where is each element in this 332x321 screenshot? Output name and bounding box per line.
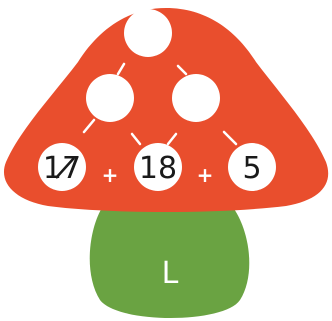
stem-label: L <box>162 256 179 291</box>
pyramid-top-circle[interactable] <box>124 9 172 57</box>
plus-operator-2: + <box>197 163 214 187</box>
plus-operator-1: + <box>102 163 119 187</box>
pyramid-middle-left-circle[interactable] <box>86 74 134 122</box>
pyramid-bottom-2-value: 18 <box>139 151 177 186</box>
pyramid-bottom-3-value: 5 <box>242 151 261 186</box>
pyramid-bottom-1-value: 17 <box>43 151 81 186</box>
pyramid-middle-right-circle[interactable] <box>172 74 220 122</box>
